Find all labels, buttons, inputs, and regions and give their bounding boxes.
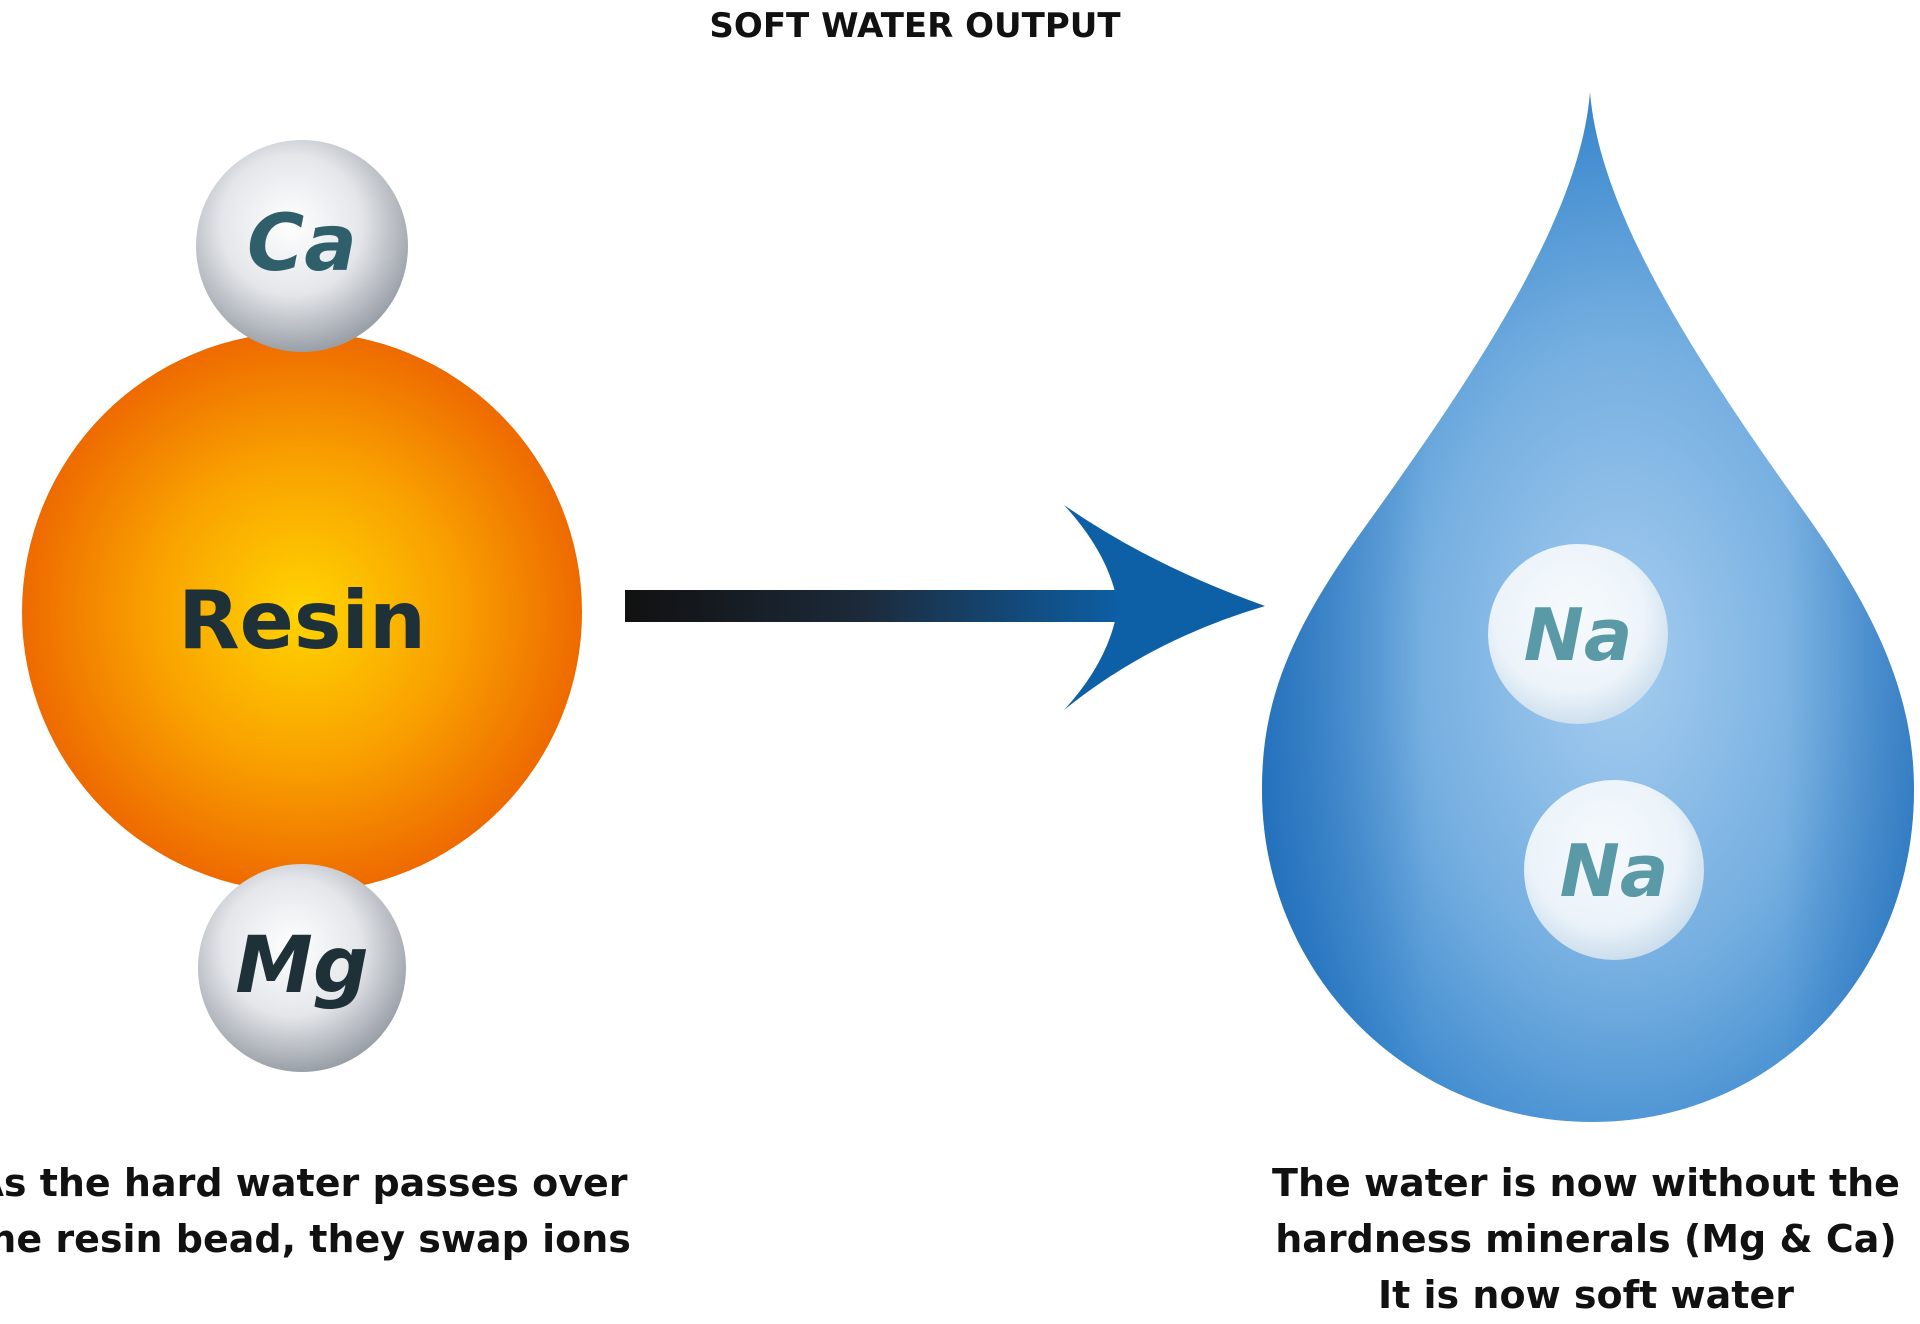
resin-bead: [22, 332, 582, 892]
water-drop-group: Na Na: [1262, 92, 1914, 1122]
exchange-arrow: [625, 505, 1265, 710]
magnesium-ion-label: Mg: [235, 921, 368, 1011]
arrow-shaft: [625, 590, 1155, 622]
left-caption-line-2: the resin bead, they swap ions: [0, 1217, 631, 1261]
sodium-ion-lower: Na: [1524, 780, 1704, 960]
sodium-ion-upper-sphere: [1488, 544, 1668, 724]
sodium-ion-upper-label: Na: [1524, 593, 1633, 677]
calcium-ion: Ca: [196, 140, 408, 352]
arrow-head: [1064, 505, 1265, 710]
calcium-ion-sphere: [196, 140, 408, 352]
right-caption: The water is now without the hardness mi…: [1272, 1161, 1900, 1317]
calcium-ion-label: Ca: [247, 199, 357, 289]
sodium-ion-lower-label: Na: [1560, 829, 1669, 913]
diagram-title: SOFT WATER OUTPUT: [709, 6, 1121, 46]
sodium-ion-lower-sphere: [1524, 780, 1704, 960]
resin-label: Resin: [178, 574, 426, 667]
resin-bead-group: Resin Ca Mg: [22, 140, 582, 1072]
right-caption-line-2: hardness minerals (Mg & Ca): [1275, 1217, 1897, 1261]
right-caption-line-3: It is now soft water: [1378, 1273, 1794, 1317]
magnesium-ion: Mg: [198, 864, 406, 1072]
magnesium-ion-sphere: [198, 864, 406, 1072]
right-caption-line-1: The water is now without the: [1272, 1161, 1900, 1205]
left-caption: As the hard water passes over the resin …: [0, 1161, 631, 1261]
sodium-ion-upper: Na: [1488, 544, 1668, 724]
left-caption-line-1: As the hard water passes over: [0, 1161, 628, 1205]
